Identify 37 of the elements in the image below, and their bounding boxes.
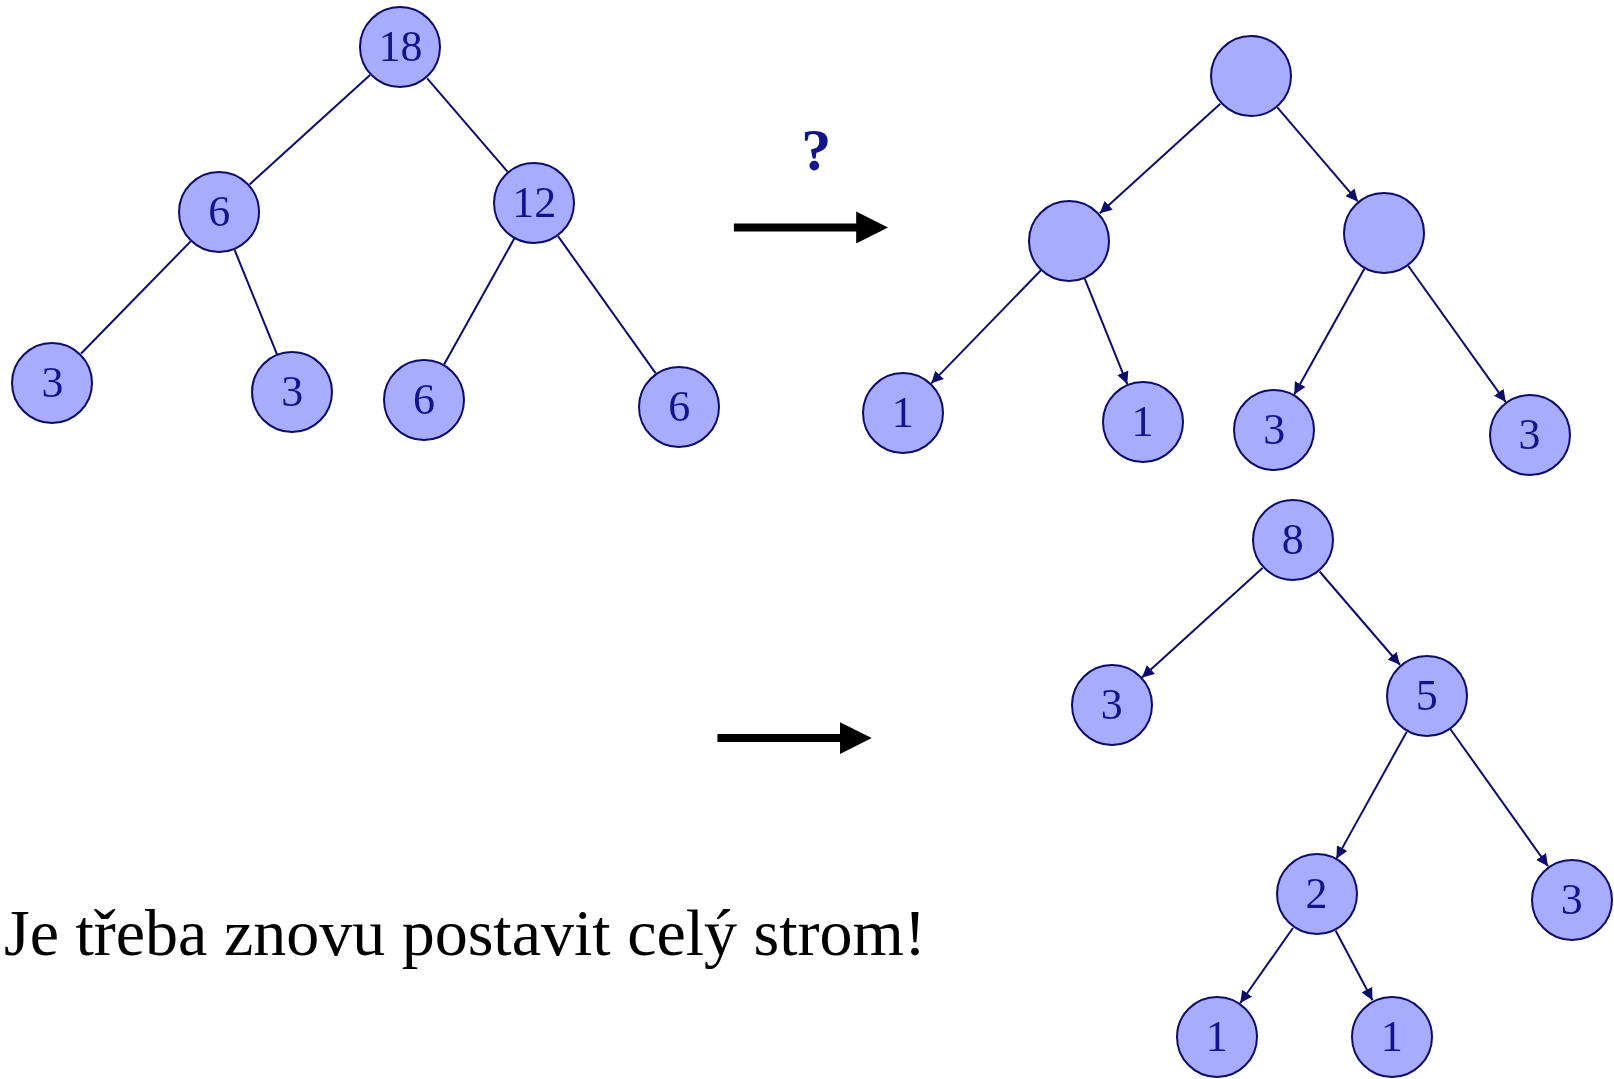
node-value: 1 [891, 390, 914, 435]
node-value: 6 [413, 378, 436, 423]
tree-edge [443, 237, 516, 366]
arrow [1449, 728, 1549, 868]
node-value: 3 [1263, 408, 1286, 453]
node-value: 5 [1415, 673, 1438, 718]
node-value: 3 [1100, 683, 1123, 728]
tree-edge [426, 77, 509, 173]
arrow [1334, 929, 1374, 1002]
arrow [1276, 106, 1359, 203]
node-value: 3 [1560, 877, 1583, 922]
tree-edge [557, 235, 657, 375]
tree-edge [248, 73, 372, 186]
node-value: 8 [1281, 518, 1304, 563]
node-value: 2 [1305, 872, 1328, 917]
node-value: 3 [1518, 413, 1541, 458]
arrow [1239, 927, 1294, 1004]
node-value: 1 [1205, 1014, 1228, 1059]
tree-edge [233, 249, 278, 356]
arrow [1407, 264, 1507, 404]
arrow [1335, 730, 1408, 860]
arrow [1098, 102, 1222, 215]
arrow [1083, 277, 1129, 385]
arrow [1318, 570, 1401, 666]
node-value: 1 [1131, 400, 1154, 444]
node-value: 6 [208, 190, 231, 235]
arrow [1141, 567, 1264, 679]
node-value: 3 [41, 360, 64, 405]
tree-edge [80, 240, 192, 355]
node-value: 18 [378, 25, 423, 70]
arrow [930, 269, 1042, 385]
arrow [1293, 267, 1366, 396]
question-mark: ? [801, 119, 832, 180]
node-value: 3 [281, 370, 304, 415]
node-value: 6 [668, 384, 691, 429]
node-value: 1 [1380, 1014, 1403, 1059]
node-value: 12 [512, 180, 557, 225]
